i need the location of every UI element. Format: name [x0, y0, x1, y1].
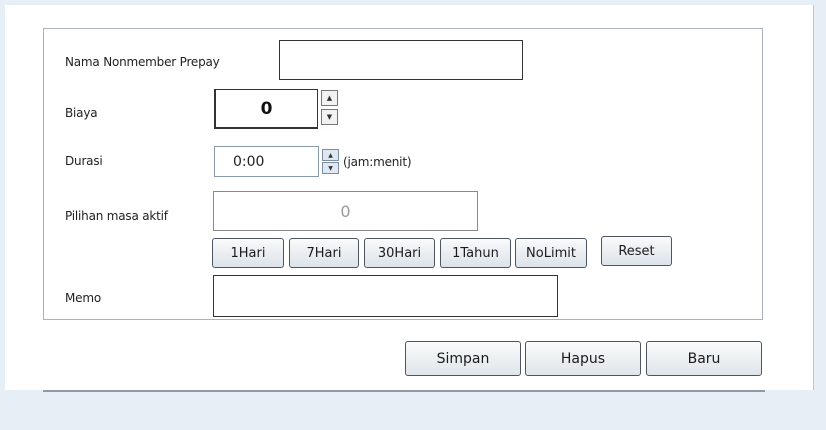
simpan-button[interactable]: Simpan	[405, 341, 521, 376]
nama-label: Nama Nonmember Prepay	[65, 55, 220, 69]
biaya-stepper[interactable]: ▲ ▼	[321, 89, 340, 129]
durasi-value: 0:00	[233, 153, 265, 170]
memo-input[interactable]	[213, 275, 558, 317]
durasi-input[interactable]: 0:00	[214, 146, 319, 177]
nama-input[interactable]	[279, 40, 523, 80]
hapus-button[interactable]: Hapus	[525, 341, 641, 376]
biaya-label: Biaya	[65, 106, 98, 120]
30-hari-button[interactable]: 30Hari	[364, 238, 435, 268]
up-arrow-icon[interactable]: ▲	[321, 90, 338, 106]
down-arrow-icon[interactable]: ▼	[322, 162, 339, 174]
1-hari-button[interactable]: 1Hari	[212, 238, 284, 268]
button-bar	[43, 330, 765, 392]
up-arrow-icon[interactable]: ▲	[322, 149, 339, 161]
7-hari-button[interactable]: 7Hari	[289, 238, 359, 268]
pilihan-input[interactable]: 0	[213, 191, 478, 231]
durasi-label: Durasi	[65, 154, 103, 168]
biaya-value: 0	[260, 98, 273, 119]
baru-button[interactable]: Baru	[646, 341, 762, 376]
pilihan-value: 0	[340, 201, 351, 221]
durasi-hint: (jam:menit)	[343, 155, 412, 169]
memo-label: Memo	[65, 291, 101, 305]
nolimit-button[interactable]: NoLimit	[515, 238, 587, 268]
reset-button[interactable]: Reset	[601, 236, 672, 266]
down-arrow-icon[interactable]: ▼	[321, 109, 338, 125]
1-tahun-button[interactable]: 1Tahun	[440, 238, 511, 268]
durasi-stepper[interactable]: ▲ ▼	[322, 148, 341, 176]
pilihan-label: Pilihan masa aktif	[65, 209, 168, 223]
biaya-input[interactable]: 0	[214, 89, 318, 129]
